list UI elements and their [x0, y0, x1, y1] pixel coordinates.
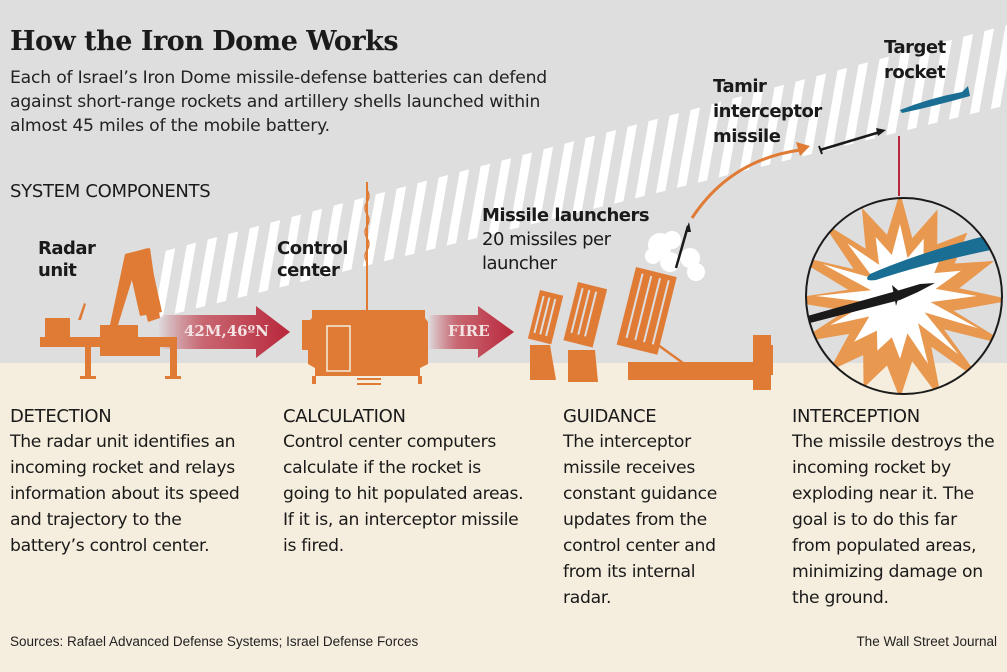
step-body: Control center computers calculate if th…	[283, 432, 524, 556]
ground-background	[0, 363, 1007, 672]
control-label-line2: center	[277, 260, 340, 281]
radar-label-line1: Radar	[38, 238, 96, 259]
control-center-icon	[302, 182, 428, 385]
sources-credit: Sources: Rafael Advanced Defense Systems…	[10, 634, 419, 649]
interceptor-label-line3: missile	[713, 126, 781, 147]
step-calculation: CALCULATION Control center computers cal…	[283, 405, 528, 559]
launchers-label-title: Missile launchers	[482, 205, 650, 226]
page-title: How the Iron Dome Works	[10, 26, 399, 57]
radar-unit-icon	[40, 248, 181, 379]
intro-text: Each of Israel’s Iron Dome missile-defen…	[10, 68, 547, 136]
step-body: The interceptor missile receives constan…	[563, 432, 718, 608]
fire-arrow	[428, 306, 514, 358]
missile-launchers-icon	[527, 267, 773, 390]
interception-detail-circle	[805, 197, 1003, 395]
interceptor-missile-icon	[818, 128, 886, 155]
radar-label-line2: unit	[38, 260, 77, 281]
control-center-label: Control center	[277, 238, 348, 282]
publisher-credit: The Wall Street Journal	[856, 634, 997, 649]
step-guidance: GUIDANCE The interceptor missile receive…	[563, 405, 733, 611]
trajectory-arrow	[690, 142, 810, 219]
launchers-label-sub2: launcher	[482, 253, 557, 274]
step-body: The radar unit identifies an incoming ro…	[10, 432, 240, 556]
step-interception: INTERCEPTION The missile destroys the in…	[792, 405, 997, 611]
data-arrow	[158, 306, 290, 358]
section-title: SYSTEM COMPONENTS	[10, 181, 211, 202]
missile-launchers-label: Missile launchers 20 missiles per launch…	[482, 204, 650, 276]
step-detection: DETECTION The radar unit identifies an i…	[10, 405, 240, 559]
launchers-label-sub1: 20 missiles per	[482, 229, 611, 250]
target-rocket-label: Target rocket	[884, 35, 946, 85]
interceptor-label: Tamir interceptor missile	[713, 74, 822, 149]
target-rocket-icon	[900, 86, 970, 113]
launched-missile-icon	[674, 222, 691, 269]
beam-stripe	[390, 25, 459, 320]
fire-arrow-label: FIRE	[448, 322, 490, 340]
target-label-line1: Target	[884, 37, 946, 58]
interceptor-label-line2: interceptor	[713, 101, 822, 122]
data-arrow-label: 42M,46ºN	[184, 322, 269, 340]
step-heading: INTERCEPTION	[792, 406, 920, 427]
control-label-line1: Control	[277, 238, 348, 259]
step-body: The missile destroys the incoming rocket…	[792, 432, 995, 608]
step-heading: DETECTION	[10, 406, 112, 427]
step-heading: GUIDANCE	[563, 406, 657, 427]
radar-unit-label: Radar unit	[38, 238, 96, 282]
target-label-line2: rocket	[884, 62, 946, 83]
interceptor-label-line1: Tamir	[713, 76, 767, 97]
step-heading: CALCULATION	[283, 406, 406, 427]
